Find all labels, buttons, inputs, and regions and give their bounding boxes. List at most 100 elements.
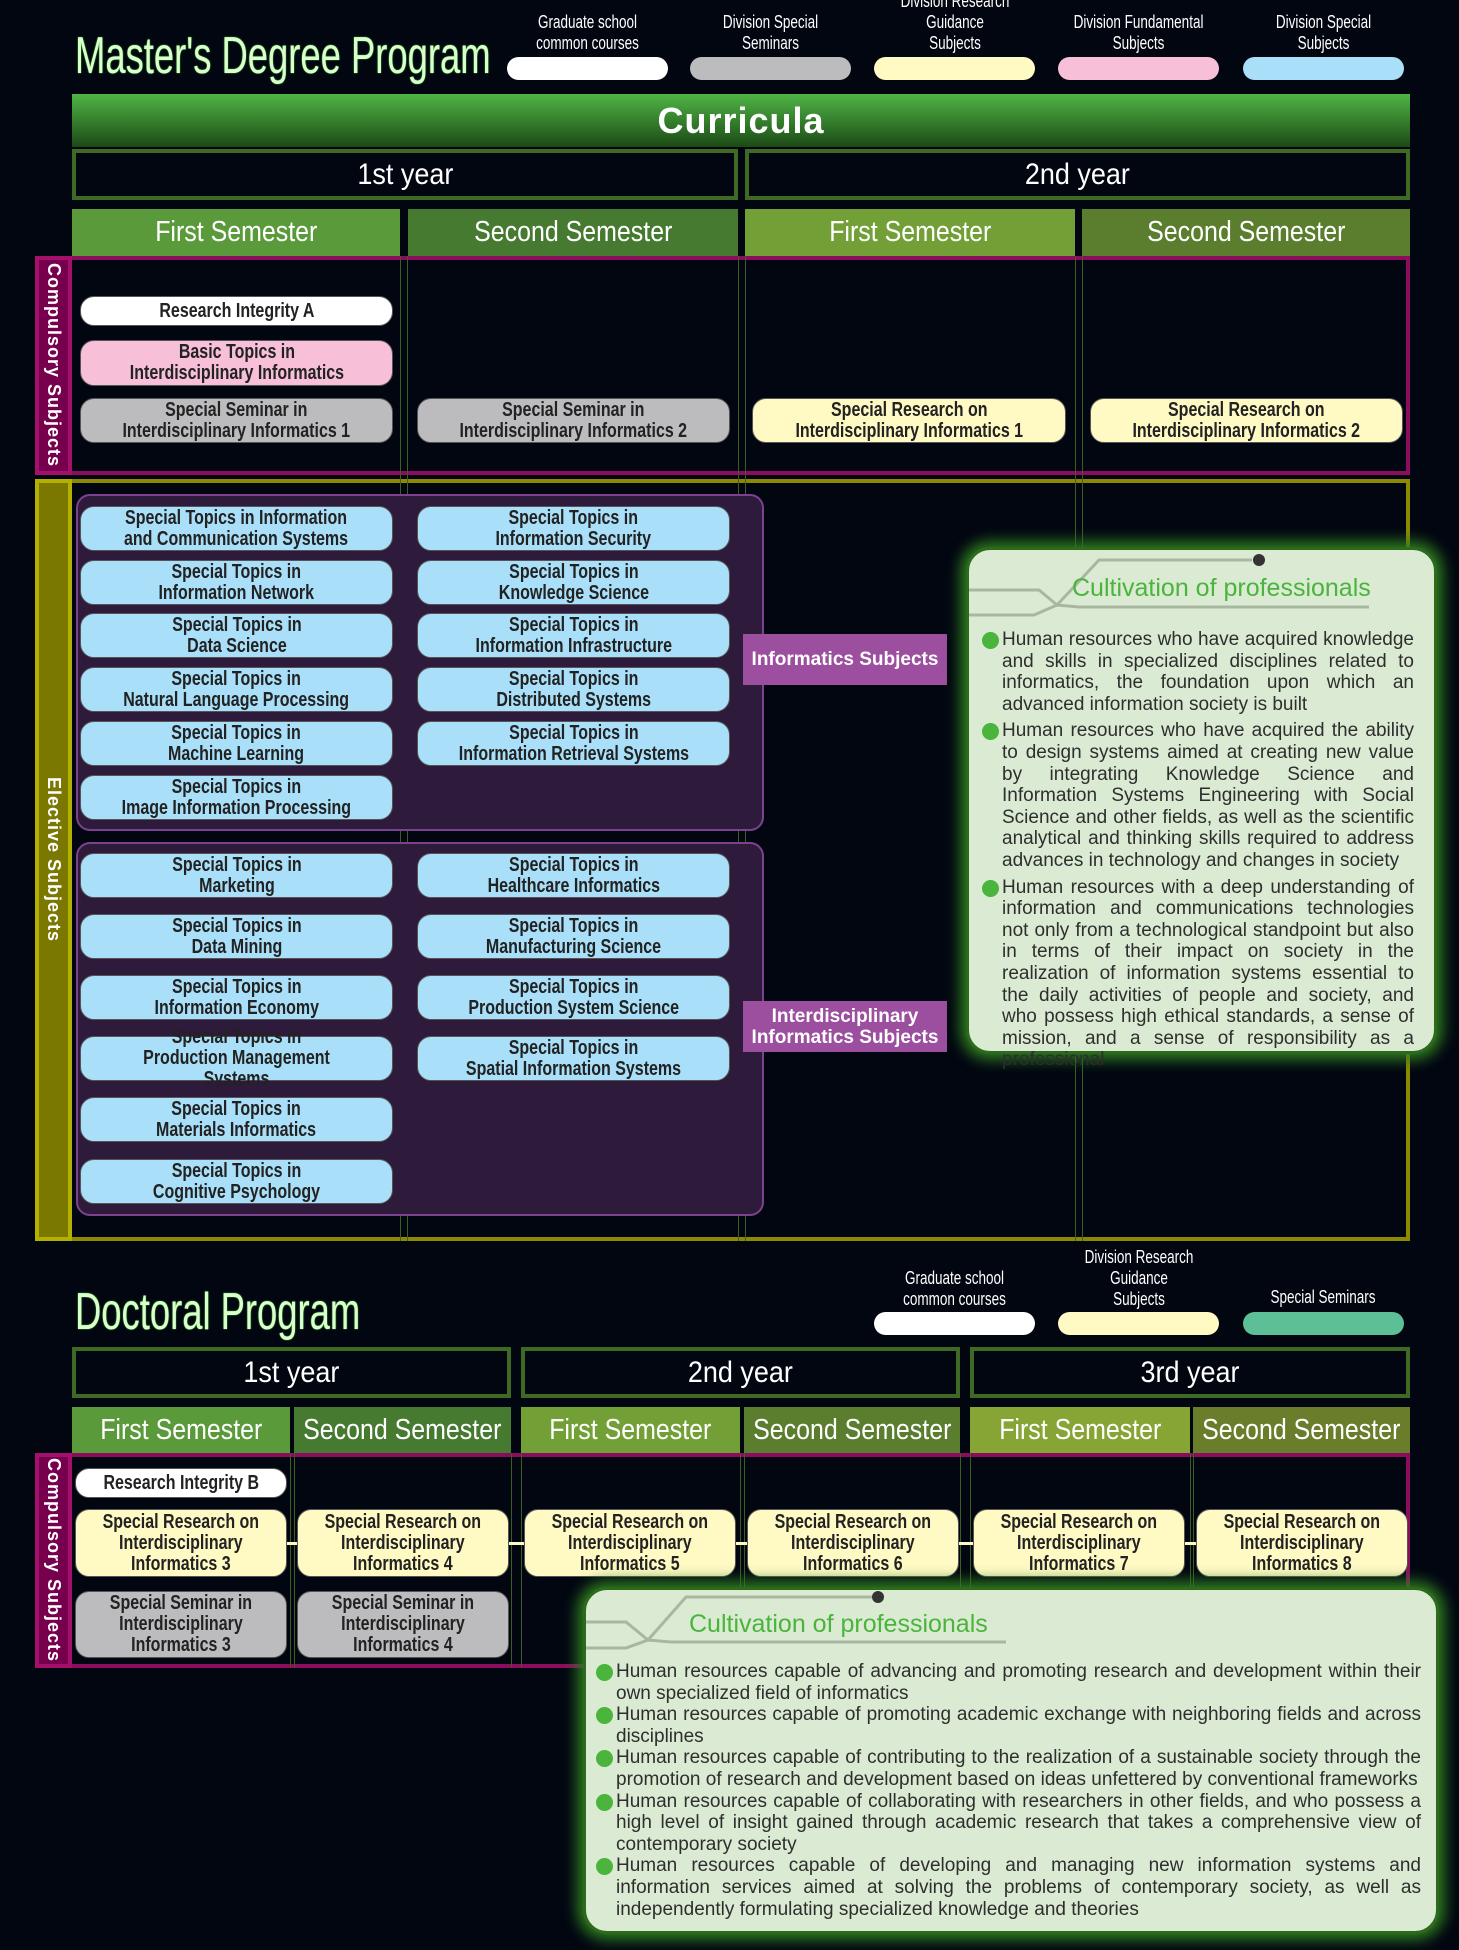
- informatics-course: Special Topics in Information Network: [80, 560, 393, 605]
- course-label: Special Topics in Information Security: [495, 506, 652, 550]
- elective-side-label: Elective Subjects: [35, 479, 72, 1241]
- course-label: Special Topics in Natural Language Proce…: [123, 667, 350, 711]
- cultivation-text: Human resources capable of collaborating…: [616, 1790, 1421, 1855]
- compulsory-side-label: Compulsory Subjects: [35, 1453, 72, 1668]
- informatics-course: Special Topics in Image Information Proc…: [80, 775, 393, 820]
- cultivation-item: Human resources who have acquired the ab…: [982, 720, 1414, 871]
- course-label: Special Research on Interdisciplinary In…: [102, 1510, 260, 1575]
- informatics-course: Special Topics in Information Retrieval …: [417, 721, 730, 766]
- course-label: Special Topics in Knowledge Science: [498, 560, 649, 604]
- course-label: Special Topics in Information Retrieval …: [458, 721, 689, 765]
- course-label: Special Topics in Image Information Proc…: [121, 775, 352, 819]
- course-label: Special Research on Interdisciplinary In…: [324, 1510, 482, 1575]
- course-label: Basic Topics in Interdisciplinary Inform…: [129, 341, 344, 384]
- special-research-course: Special Research on Interdisciplinary In…: [297, 1509, 509, 1577]
- special-research-course: Special Research on Interdisciplinary In…: [524, 1509, 736, 1577]
- cultivation-item: Human resources with a deep understandin…: [982, 877, 1414, 1071]
- legend-text: Division Special Seminars: [722, 12, 819, 53]
- interdisciplinary-course: Special Topics in Cognitive Psychology: [80, 1159, 393, 1204]
- course-label: Special Topics in Data Science: [171, 613, 302, 657]
- year-label: 3rd year: [1140, 1355, 1240, 1389]
- column-divider: [290, 1453, 291, 1668]
- semester-header: First Semester: [72, 209, 400, 256]
- cultivation-list: Human resources capable of advancing and…: [596, 1661, 1421, 1920]
- course-label: Special Research on Interdisciplinary In…: [795, 398, 1023, 442]
- doctoral-title: Doctoral Program: [75, 1283, 361, 1341]
- column-divider: [744, 1453, 745, 1668]
- legend-text: Graduate school common courses: [536, 12, 639, 53]
- legend-text: Division Research Guidance Subjects: [1084, 1247, 1194, 1309]
- course-label: Special Topics in Data Mining: [171, 914, 302, 958]
- course-research-integrity-a: Research Integrity A: [80, 296, 393, 326]
- bullet-icon: [982, 723, 999, 741]
- year-header: 1st year: [72, 149, 738, 200]
- informatics-course: Special Topics in Data Science: [80, 613, 393, 658]
- side-label-text: Elective Subjects: [44, 777, 64, 943]
- legend-label: Graduate school common courses: [864, 1264, 1045, 1310]
- year-header: 2nd year: [745, 149, 1410, 200]
- cultivation-item: Human resources who have acquired knowle…: [982, 629, 1414, 715]
- master-title: Master's Degree Program: [75, 27, 491, 85]
- column-divider: [294, 1453, 295, 1668]
- interdisciplinary-course: Special Topics in Production Management …: [80, 1027, 393, 1090]
- cultivation-item: Human resources capable of collaborating…: [596, 1791, 1421, 1856]
- legend-swatch-common: [507, 57, 668, 80]
- cultivation-title: Cultivation of professionals: [689, 1610, 988, 1638]
- interdisciplinary-course: Special Topics in Materials Informatics: [80, 1097, 393, 1142]
- legend-text: Division Special Subjects: [1275, 12, 1372, 53]
- legend-text: Graduate school common courses: [903, 1268, 1006, 1309]
- cultivation-text: Human resources capable of contributing …: [616, 1747, 1421, 1790]
- column-divider: [1190, 1453, 1191, 1668]
- cultivation-text: Human resources with a deep understandin…: [1002, 876, 1414, 1071]
- interdisciplinary-course: Special Topics in Spatial Information Sy…: [417, 1036, 730, 1081]
- course-label: Special Topics in Distributed Systems: [496, 667, 651, 711]
- semester-header: First Semester: [970, 1407, 1190, 1453]
- course-basic-topics: Basic Topics in Interdisciplinary Inform…: [80, 340, 393, 386]
- special-research-course: Special Research on Interdisciplinary In…: [1196, 1509, 1408, 1577]
- course-label: Special Topics in Information and Commun…: [124, 506, 349, 550]
- doctoral-cultivation-box: Cultivation of professionals Human resou…: [583, 1587, 1439, 1934]
- course-special-seminar-1: Special Seminar in Interdisciplinary Inf…: [80, 398, 393, 443]
- legend-text: Division Fundamental Subjects: [1074, 12, 1204, 53]
- interdisciplinary-subjects-label: Interdisciplinary Informatics Subjects: [743, 1001, 947, 1052]
- bullet-icon: [982, 879, 999, 897]
- compulsory-side-label: Compulsory Subjects: [35, 256, 72, 475]
- legend-swatch-special: [1243, 57, 1404, 80]
- interdisciplinary-course: Special Topics in Manufacturing Science: [417, 914, 730, 959]
- year-label: 2nd year: [1024, 157, 1131, 191]
- bullet-icon: [596, 1750, 613, 1768]
- informatics-subjects-label: Informatics Subjects: [743, 634, 947, 685]
- bullet-icon: [596, 1793, 613, 1811]
- cultivation-list: Human resources who have acquired knowle…: [982, 629, 1414, 1071]
- year-label: 2nd year: [687, 1355, 794, 1389]
- course-label: Research Integrity A: [158, 299, 315, 322]
- legend-label: Graduate school common courses: [497, 8, 678, 54]
- course-label: Special Topics in Machine Learning: [168, 721, 305, 765]
- column-divider: [511, 1453, 512, 1668]
- course-special-research-2: Special Research on Interdisciplinary In…: [1090, 398, 1403, 443]
- course-label: Special Topics in Materials Informatics: [156, 1097, 317, 1141]
- legend-text: Special Seminars: [1270, 1287, 1377, 1307]
- semester-header: First Semester: [72, 1407, 290, 1453]
- legend-swatch-research: [874, 57, 1035, 80]
- course-label: Special Topics in Manufacturing Science: [485, 914, 662, 958]
- cultivation-text: Human resources capable of promoting aca…: [616, 1704, 1421, 1747]
- research-connector-line: [280, 1542, 1210, 1545]
- legend-label: Division Special Subjects: [1233, 8, 1414, 54]
- bullet-icon: [982, 632, 999, 649]
- semester-label: Second Semester: [752, 1413, 952, 1446]
- course-label: Special Seminar in Interdisciplinary Inf…: [459, 398, 688, 442]
- course-label: Special Seminar in Interdisciplinary Inf…: [122, 398, 351, 442]
- cultivation-text: Human resources capable of developing an…: [616, 1855, 1421, 1920]
- semester-label: First Semester: [998, 1413, 1162, 1446]
- year-header: 3rd year: [970, 1347, 1410, 1398]
- legend-label: Division Research Guidance Subjects: [855, 0, 1055, 54]
- semester-header: Second Semester: [294, 1407, 511, 1453]
- interdisciplinary-course: Special Topics in Marketing: [80, 853, 393, 898]
- interdisciplinary-course: Special Topics in Information Economy: [80, 975, 393, 1020]
- special-seminar-course: Special Seminar in Interdisciplinary Inf…: [75, 1591, 287, 1658]
- course-label: Special Topics in Healthcare Informatics: [487, 853, 660, 897]
- course-label: Special Topics in Production System Scie…: [468, 975, 679, 1019]
- semester-header: First Semester: [745, 209, 1075, 256]
- semester-header: Second Semester: [408, 209, 738, 256]
